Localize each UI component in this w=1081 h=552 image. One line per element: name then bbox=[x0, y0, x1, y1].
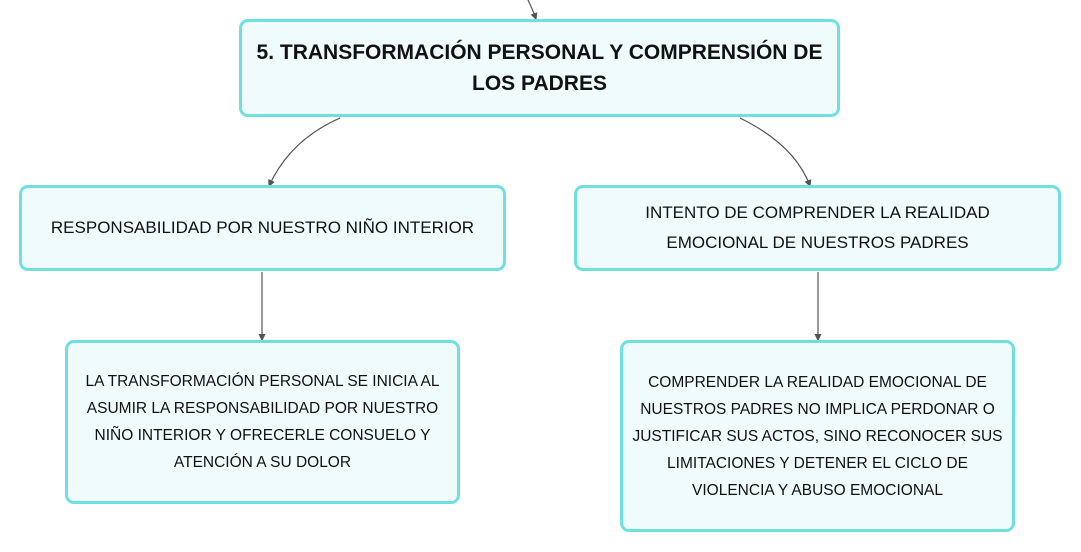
branch-text: RESPONSABILIDAD POR NUESTRO NIÑO INTERIO… bbox=[50, 218, 475, 237]
detail-text: COMPRENDER LA REALIDAD EMOCIONAL DE NUES… bbox=[632, 373, 1003, 499]
main-topic-node[interactable]: 5. TRANSFORMACIÓN PERSONAL Y COMPRENSIÓN… bbox=[239, 19, 840, 117]
connector-right-branch bbox=[739, 117, 812, 188]
branch-text: INTENTO DE COMPRENDER LA REALIDAD EMOCIO… bbox=[645, 203, 990, 252]
connector-parent bbox=[527, 0, 538, 21]
branch-node-comprender[interactable]: INTENTO DE COMPRENDER LA REALIDAD EMOCIO… bbox=[574, 185, 1061, 271]
branch-node-responsabilidad[interactable]: RESPONSABILIDAD POR NUESTRO NIÑO INTERIO… bbox=[19, 185, 506, 271]
main-topic-text: 5. TRANSFORMACIÓN PERSONAL Y COMPRENSIÓN… bbox=[256, 41, 823, 95]
detail-node-responsabilidad[interactable]: LA TRANSFORMACIÓN PERSONAL SE INICIA AL … bbox=[65, 340, 460, 504]
connector-left-branch bbox=[268, 117, 341, 188]
detail-node-comprender[interactable]: COMPRENDER LA REALIDAD EMOCIONAL DE NUES… bbox=[620, 340, 1015, 532]
detail-text: LA TRANSFORMACIÓN PERSONAL SE INICIA AL … bbox=[85, 373, 440, 471]
